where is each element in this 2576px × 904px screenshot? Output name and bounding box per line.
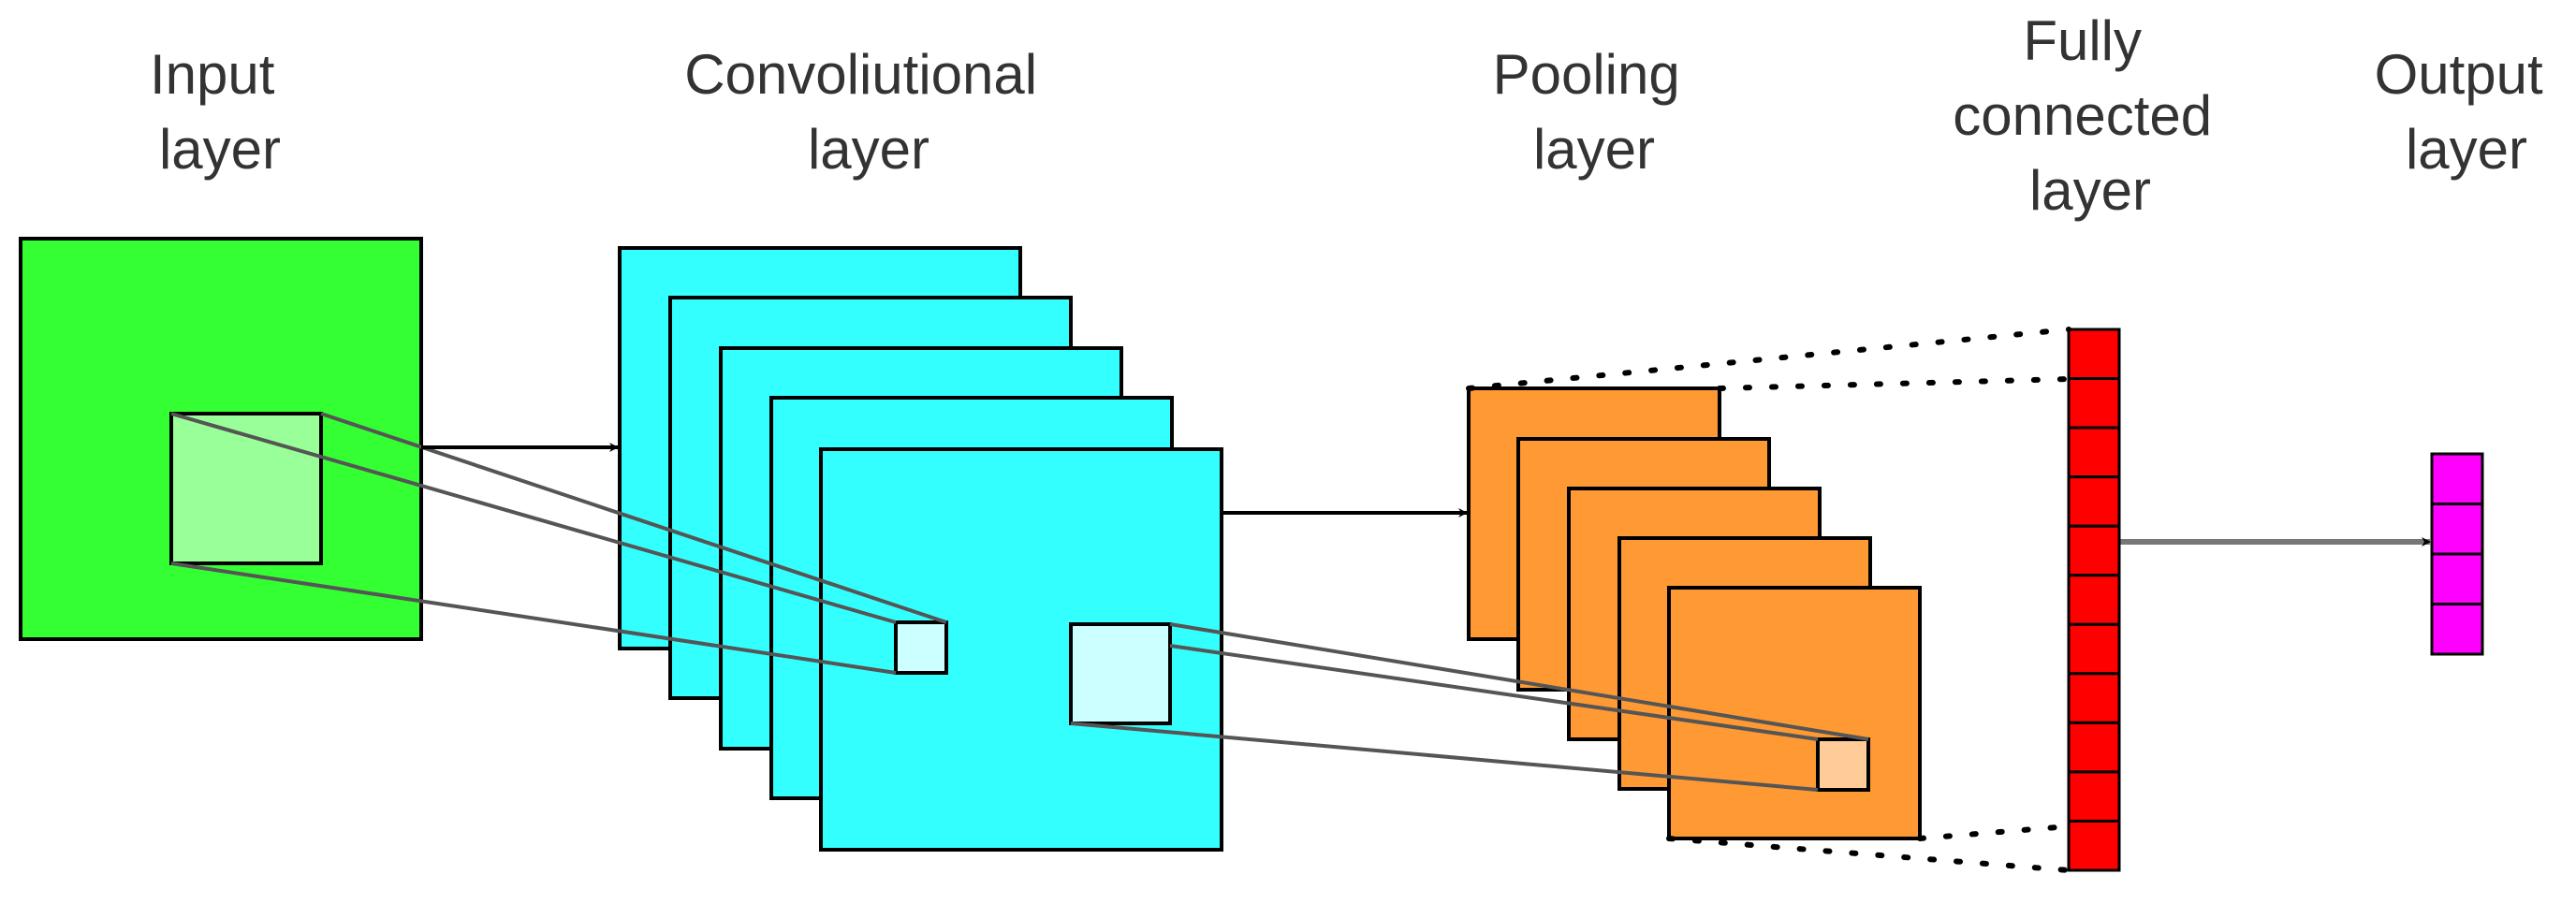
pooling-layer-label-line2: layer xyxy=(1533,118,1655,181)
fully-connected-layer-label-line2: connected xyxy=(1953,84,2212,147)
convolutional-layer-label: Convoliutional layer xyxy=(684,43,1053,181)
fc-neuron-cell xyxy=(2067,524,2121,577)
output-layer-label-line1: Output xyxy=(2375,43,2543,106)
pooling-layer-label: Pooling layer xyxy=(1493,43,1696,181)
fully-connected-layer-label-line3: layer xyxy=(2029,159,2151,222)
conv-receptive-window xyxy=(1069,622,1172,725)
pool-to-fc-dotted-lines xyxy=(1466,327,2071,873)
output-layer-label-line2: layer xyxy=(2406,118,2527,181)
input-layer-label-line2: layer xyxy=(159,118,281,181)
fc-neuron-cell xyxy=(2067,819,2121,872)
fc-neuron-cell xyxy=(2067,475,2121,528)
pooling-feature-maps xyxy=(1467,386,1922,840)
fc-neuron-cell xyxy=(2067,328,2121,381)
fully-connected-column xyxy=(2067,328,2121,872)
convolutional-layer-label-line2: layer xyxy=(808,118,929,181)
fc-neuron-cell xyxy=(2067,622,2121,676)
output-column xyxy=(2430,452,2484,656)
fc-neuron-cell xyxy=(2067,721,2121,774)
fc-neuron-cell xyxy=(2067,426,2121,479)
convolutional-feature-maps xyxy=(618,246,1223,852)
pool-neuron-small xyxy=(1816,737,1870,792)
pooling-layer-label-line1: Pooling xyxy=(1493,43,1680,106)
fc-neuron-cell xyxy=(2067,574,2121,626)
output-neuron-cell xyxy=(2430,603,2484,656)
fc-neuron-cell xyxy=(2067,377,2121,430)
conv-neuron-small xyxy=(894,620,948,675)
fully-connected-layer-label: Fully connected layer xyxy=(1953,9,2228,222)
output-neuron-cell xyxy=(2430,452,2484,505)
convolutional-layer-label-line1: Convoliutional xyxy=(684,43,1037,106)
fc-neuron-cell xyxy=(2067,770,2121,823)
fc-neuron-cell xyxy=(2067,672,2121,724)
input-layer-label-line1: Input xyxy=(150,43,275,106)
input-receptive-window xyxy=(169,412,323,565)
output-neuron-cell xyxy=(2430,552,2484,605)
fully-connected-layer-label-line1: Fully xyxy=(2023,9,2142,72)
input-layer-label: Input layer xyxy=(150,43,290,181)
conv-to-pool-connections xyxy=(1070,622,1869,792)
output-neuron-cell xyxy=(2430,503,2484,556)
output-layer-label: Output layer xyxy=(2375,43,2559,181)
